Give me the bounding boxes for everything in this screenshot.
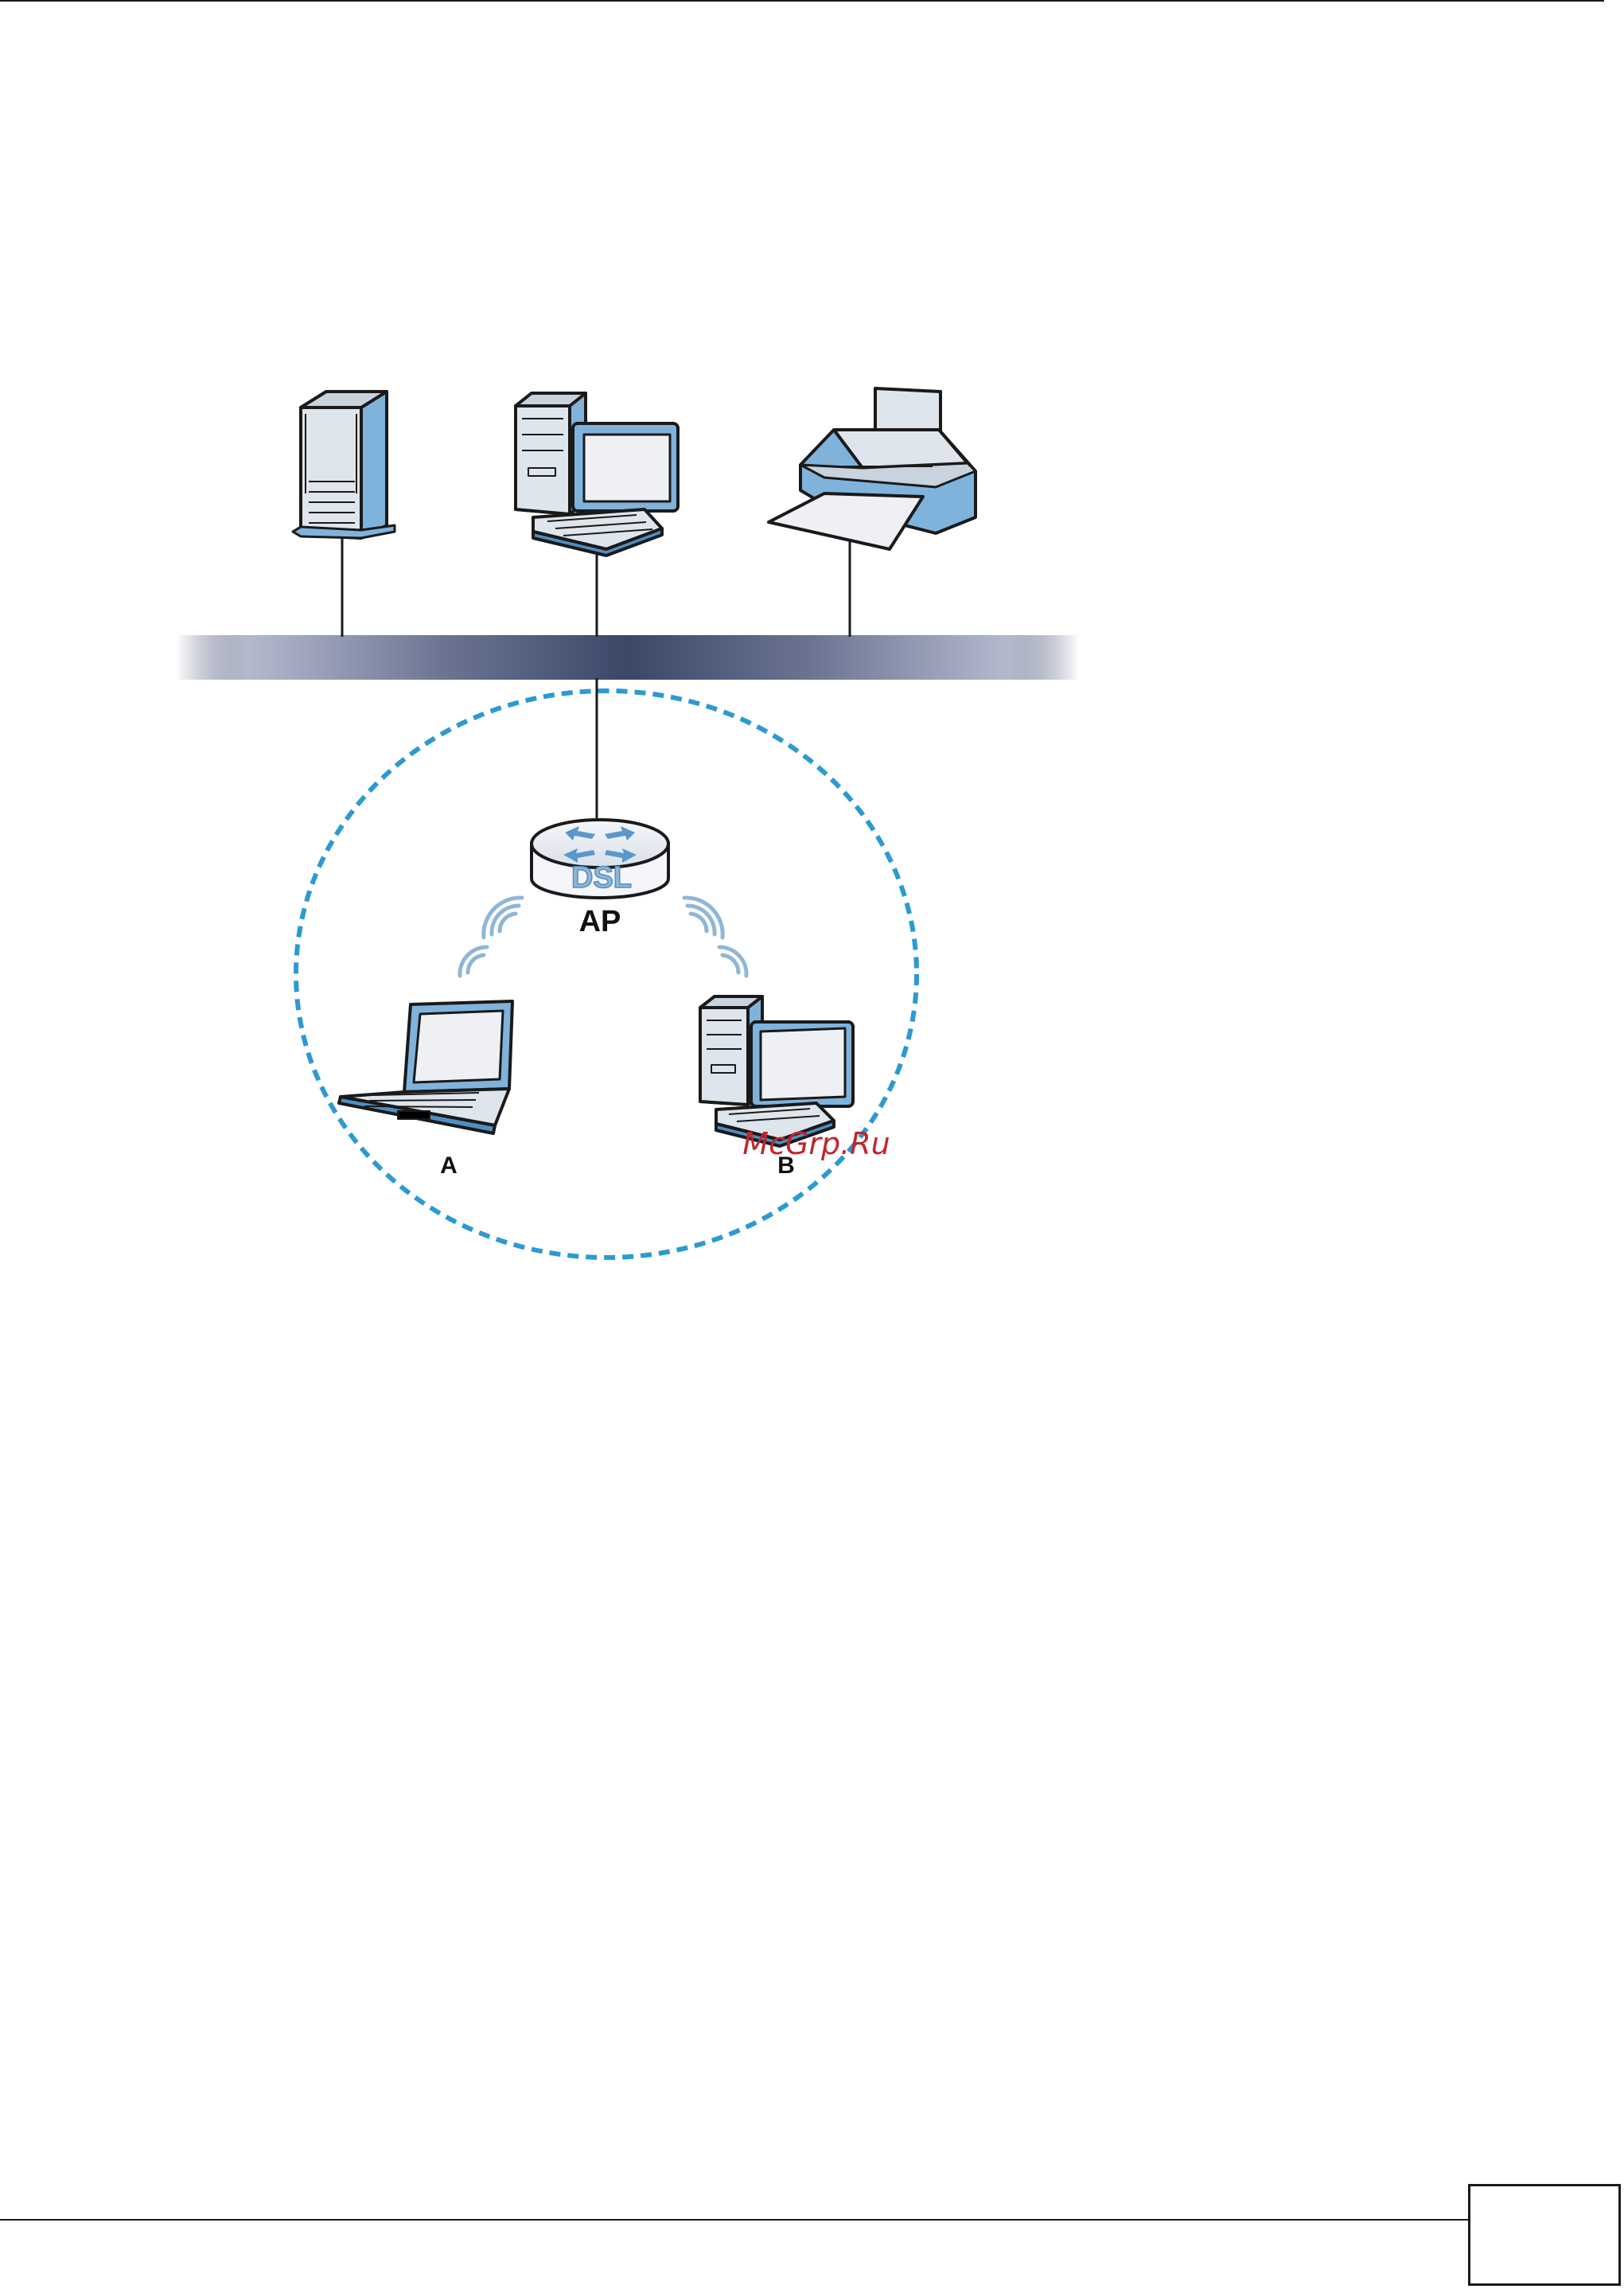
desktop-pc-icon [516, 393, 678, 556]
ap-label: AP [579, 905, 621, 938]
server-icon [293, 392, 395, 538]
printer-icon [769, 388, 976, 549]
header-rule [0, 0, 1604, 2]
router-text: DSL [571, 861, 632, 895]
watermark: McGrp.Ru [742, 1126, 890, 1161]
station-a-label: A [440, 1152, 458, 1179]
desktop-pc-icon [700, 996, 853, 1146]
laptop-icon [339, 1001, 512, 1133]
wireless-coverage-area [296, 691, 917, 1258]
page-number-box [1468, 2184, 1621, 2286]
lan-backbone [177, 635, 1079, 680]
wireless-network-figure: DSL AP A [159, 366, 1114, 1281]
footer-rule [0, 2219, 1468, 2221]
